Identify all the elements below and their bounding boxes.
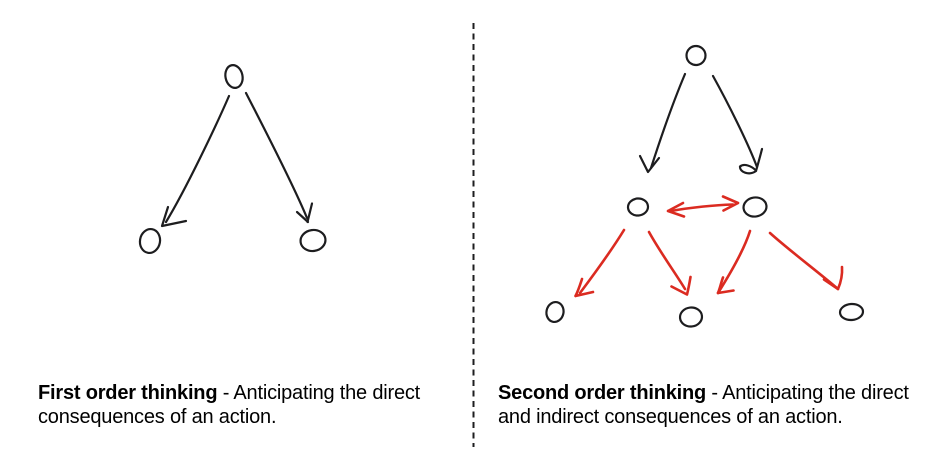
left-edge-2-arrowhead [295, 202, 314, 224]
left-edge-1-shaft [164, 94, 231, 224]
right-caption-line2: and indirect consequences of an action. [498, 406, 843, 428]
left-caption: First order thinking - Anticipating the … [38, 381, 468, 429]
right-indirect-node-3 [838, 302, 865, 322]
right-black-edge-2-arrowhead [738, 147, 764, 175]
left-caption-title: First order thinking [38, 382, 218, 404]
red-edge-1-shaft [578, 228, 626, 295]
red-edge-3-shaft [716, 229, 752, 295]
red-edge-2-arrowhead [670, 275, 692, 296]
right-caption-line1: - Anticipating the direct [706, 382, 909, 404]
red-bidirectional-right-arrowhead [721, 195, 740, 212]
left-caption-line2: consequences of an action. [38, 406, 277, 428]
right-caption-title: Second order thinking [498, 382, 707, 404]
right-direct-node-2 [742, 196, 768, 218]
left-diagram [138, 64, 327, 255]
right-black-edge-1-shaft [649, 72, 687, 170]
red-edge-1-arrowhead [574, 277, 595, 298]
right-direct-node-1 [626, 197, 650, 217]
left-consequence-node-1 [138, 227, 162, 255]
red-edge-3-arrowhead [716, 276, 735, 295]
right-black-edge-1-arrowhead [638, 154, 661, 174]
right-action-node [685, 44, 707, 67]
left-edge-2-shaft [244, 91, 309, 220]
red-edge-2-shaft [647, 230, 687, 291]
left-action-node [224, 64, 244, 89]
right-black-edge-2-shaft [711, 74, 759, 169]
right-indirect-node-1 [545, 300, 565, 324]
red-edge-4-arrowhead [822, 265, 844, 291]
left-caption-line1: - Anticipating the direct [217, 382, 421, 404]
right-diagram-black [545, 44, 865, 328]
right-diagram-red [574, 195, 844, 298]
right-caption: Second order thinking - Anticipating the… [498, 381, 928, 429]
left-consequence-node-2 [299, 228, 327, 253]
red-bidirectional-left-arrowhead [666, 201, 686, 218]
right-indirect-node-2 [678, 306, 704, 328]
red-bidirectional-edge-shaft [669, 203, 735, 213]
left-edge-1-arrowhead [160, 205, 188, 228]
